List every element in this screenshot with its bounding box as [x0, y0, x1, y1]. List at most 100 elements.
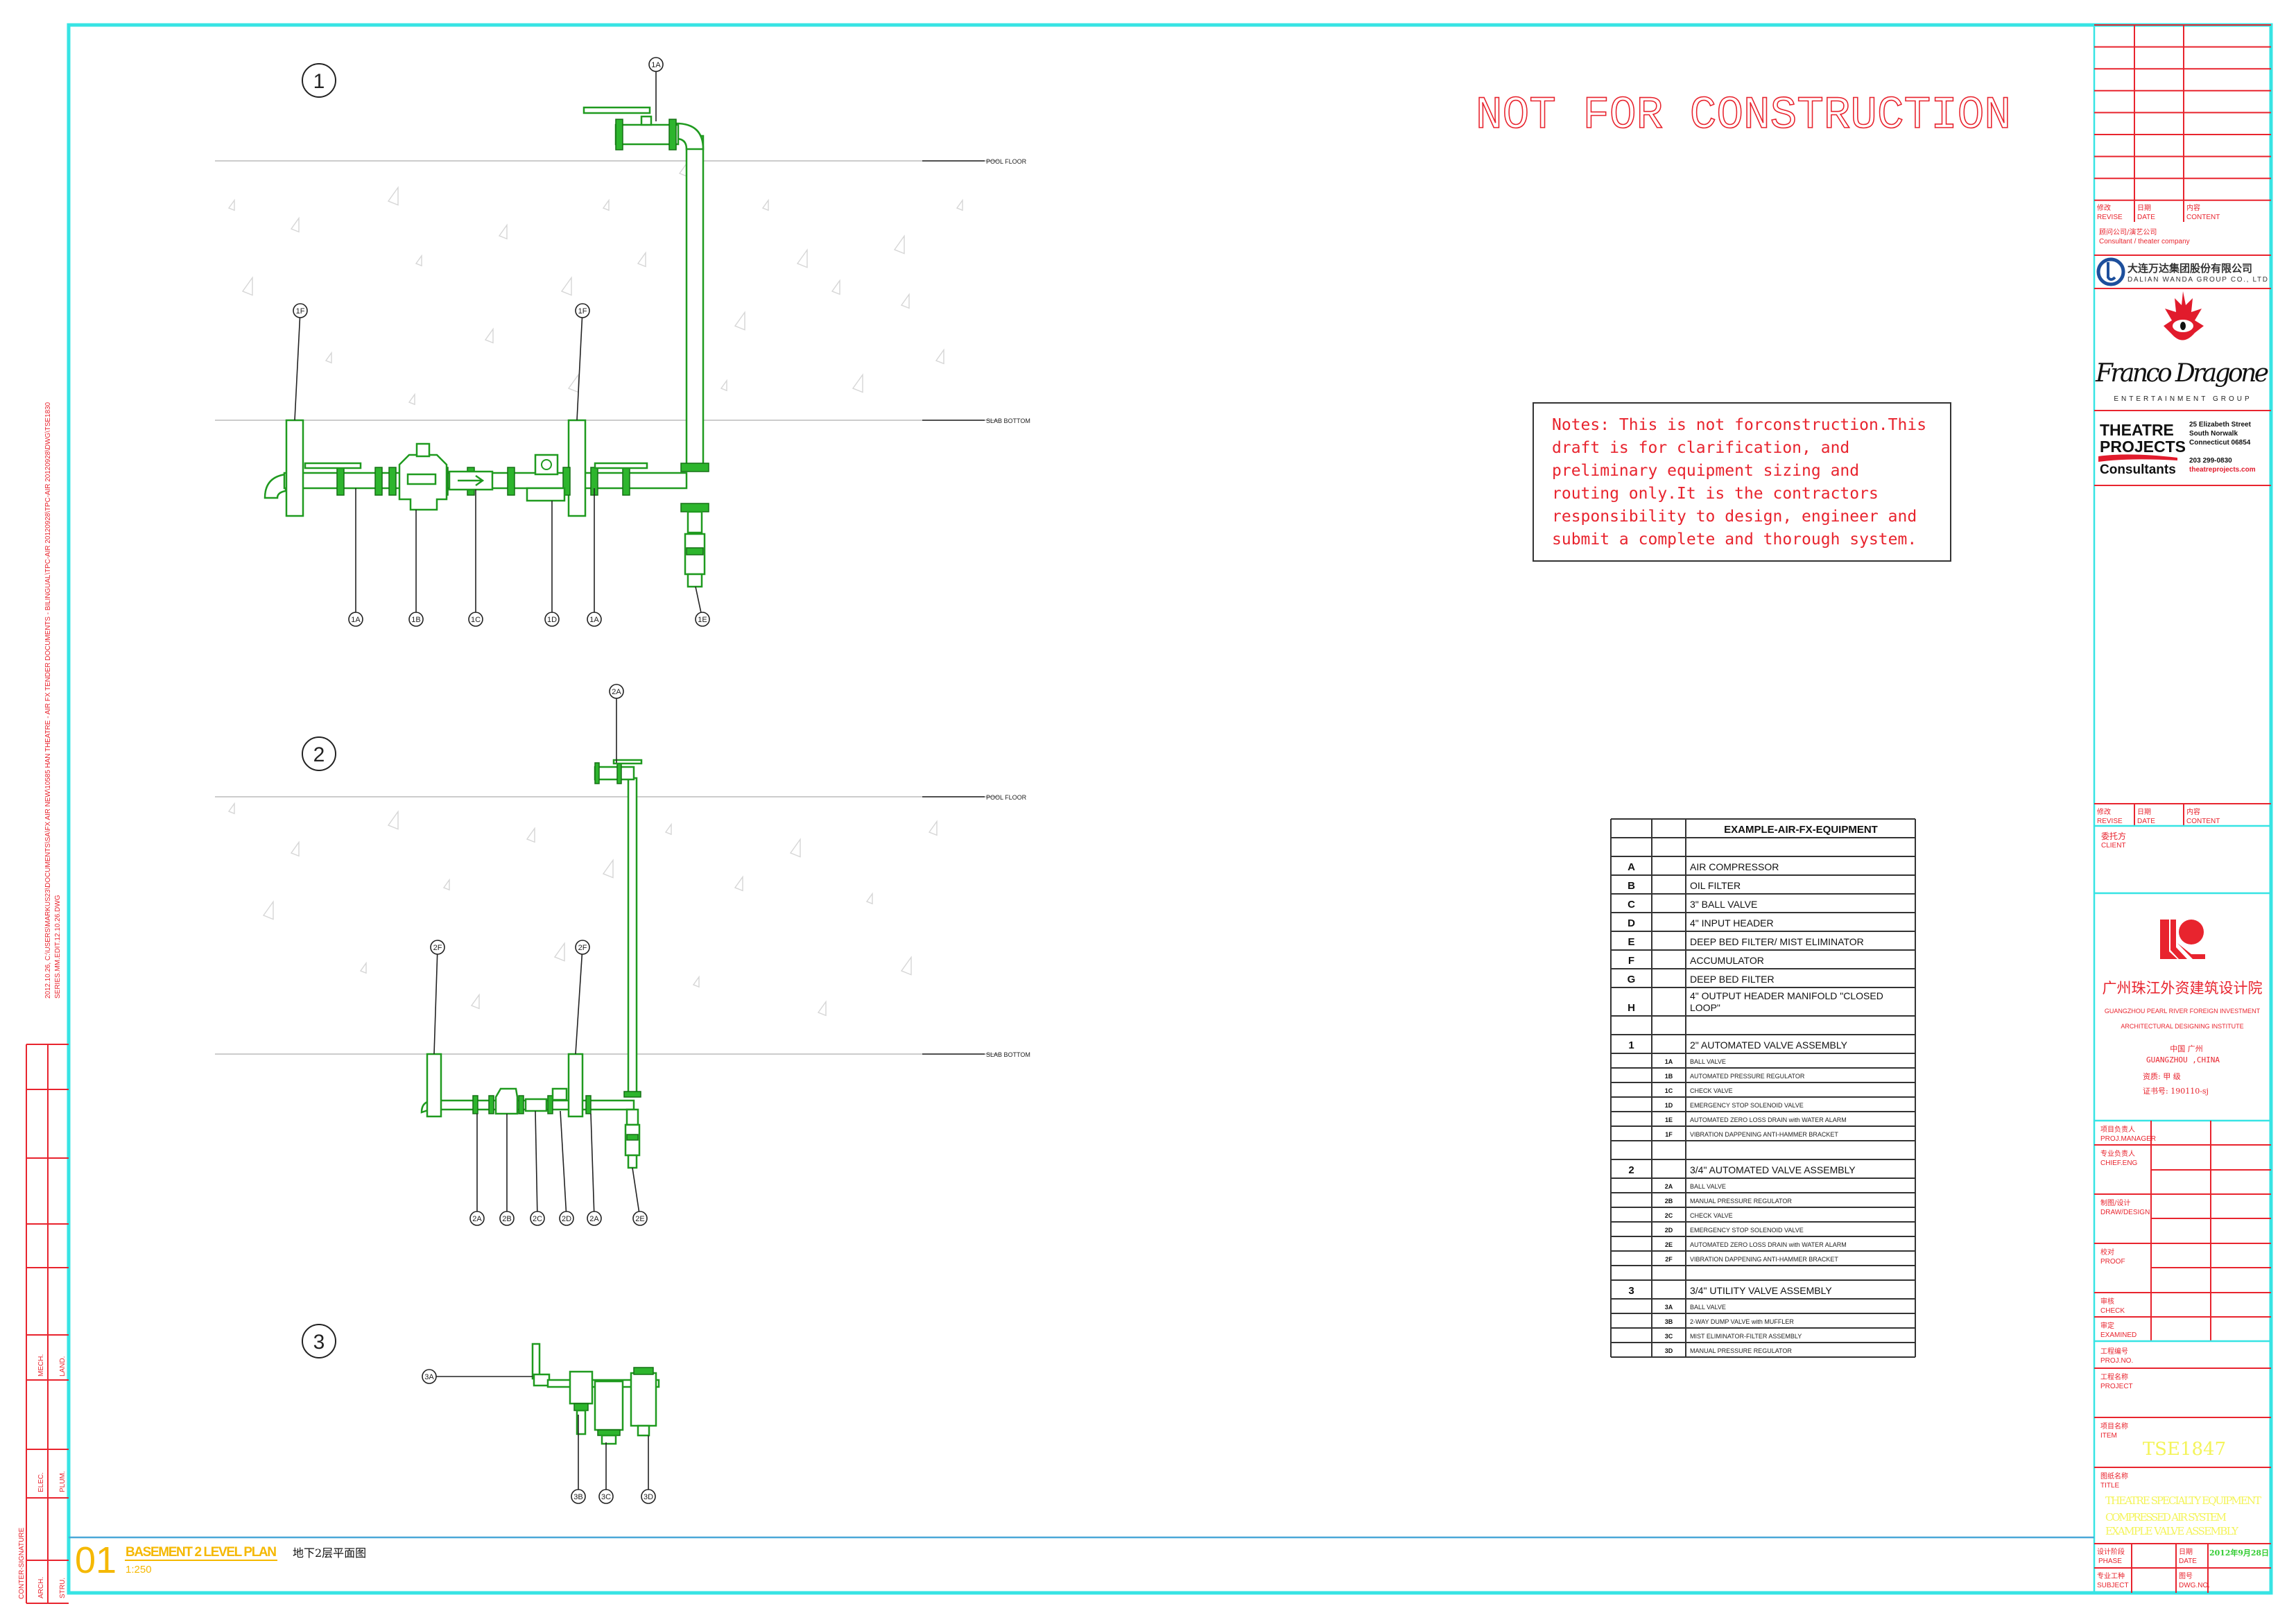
hatch-triangle — [831, 279, 840, 295]
callout-label: 2C — [533, 1215, 542, 1223]
row-subcode: 1A — [1665, 1058, 1673, 1065]
row-description-cont: LOOP" — [1690, 1002, 1720, 1013]
notes-box — [1533, 402, 1951, 562]
row-subcode: 3A — [1665, 1304, 1673, 1311]
row-subcode: 3B — [1665, 1318, 1673, 1325]
drawing-scale: 1:250 — [126, 1564, 152, 1576]
callout-bubble — [468, 612, 483, 627]
franco-dragone-wordmark: Franco Dragone — [2095, 359, 2269, 388]
leader-line — [632, 1167, 641, 1219]
franco-dragone-logo: Franco Dragone ENTERTAINMENT GROUP — [2095, 291, 2269, 403]
callout-bubble — [348, 612, 363, 627]
hatch-triangle — [325, 351, 332, 364]
row-subcode: 3D — [1665, 1347, 1673, 1354]
date-label-cn: 日期 — [2179, 1548, 2193, 1556]
hatch-triangle — [664, 822, 672, 836]
leader-line — [560, 1110, 567, 1219]
date-value: 2012年9月28日 — [2209, 1548, 2269, 1558]
pool-floor-label: POOL FLOOR — [986, 158, 1027, 165]
assembly-1-number: 1 — [313, 70, 325, 93]
hatch-triangle — [387, 186, 399, 206]
date-label: DATE — [2137, 818, 2155, 825]
date-label: DATE — [2137, 214, 2155, 221]
consultant-label: Consultant / theater company — [2099, 238, 2190, 245]
client-label: CLIENT — [2101, 842, 2126, 849]
row-subcode: 3C — [1665, 1333, 1673, 1340]
row-description: 4" INPUT HEADER — [1690, 917, 1774, 929]
row-subcode: 1E — [1665, 1116, 1673, 1123]
hatch-triangle — [470, 993, 480, 1010]
row-code: H — [1628, 1002, 1635, 1014]
valve-handle — [582, 106, 651, 114]
row-code: 1 — [1628, 1039, 1634, 1051]
tp-phone: 203 299-0830 — [2189, 457, 2232, 465]
valve-handle — [594, 462, 648, 469]
franco-dragone-subtitle: ENTERTAINMENT GROUP — [2114, 395, 2252, 403]
row-code: C — [1628, 899, 1635, 911]
tp-website: theatreprojects.com — [2189, 466, 2256, 474]
hatch-triangle — [560, 276, 572, 296]
leader-line — [575, 947, 583, 1055]
callout-label: 3D — [644, 1493, 653, 1501]
hatch-triangle — [692, 975, 700, 988]
callout-bubble — [598, 1489, 614, 1504]
certificate-number: 证书号: 190110-sj — [2143, 1087, 2209, 1096]
row-description: 3/4" UTILITY VALVE ASSEMBLY — [1690, 1285, 1832, 1296]
callout-label: 1F — [578, 307, 587, 316]
examined-label: EXAMINED — [2100, 1331, 2137, 1339]
row-description: 3/4" AUTOMATED VALVE ASSEMBLY — [1690, 1164, 1856, 1175]
row-description: MIST ELIMINATOR-FILTER ASSEMBLY — [1690, 1333, 1802, 1340]
consultant-label-cn: 顾问公司/演艺公司 — [2099, 227, 2157, 236]
hatch-triangle — [602, 859, 614, 879]
row-code: B — [1628, 880, 1635, 892]
project-label: PROJECT — [2100, 1383, 2133, 1390]
row-description: EMERGENCY STOP SOLENOID VALVE — [1690, 1227, 1804, 1234]
callout-bubble — [469, 1211, 485, 1226]
file-path: 2012.10.26, C:\USERS\MARKUS23\DOCUMENTS\… — [44, 402, 52, 999]
level-lines: POOL FLOOR SLAB BOTTOM POOL FLOOR SLAB B… — [215, 158, 1030, 1058]
discipline-label: ARCH. — [37, 1577, 45, 1598]
callout-bubble — [641, 1489, 656, 1504]
assembly-2-drawing: 2 — [302, 736, 643, 1169]
row-description: 2" AUTOMATED VALVE ASSEMBLY — [1690, 1039, 1848, 1051]
row-subcode: 1F — [1665, 1131, 1673, 1138]
content-label-cn: 内容 — [2186, 203, 2200, 212]
tp-logo-line: Consultants — [2100, 463, 2176, 477]
hatch-triangle — [484, 327, 494, 344]
content-label: CONTENT — [2186, 214, 2220, 221]
title-label-cn: 图纸名称 — [2100, 1472, 2128, 1481]
proof-label-cn: 校对 — [2100, 1248, 2114, 1257]
callout-bubble — [408, 612, 424, 627]
city: GUANGZHOU ,CHINA — [2146, 1055, 2220, 1064]
callout-bubble — [695, 612, 710, 627]
discipline-label: MECH. — [37, 1354, 45, 1377]
tp-logo-line: THEATRE — [2100, 421, 2174, 439]
row-code: A — [1628, 861, 1635, 873]
tp-address-line: Connecticut 06854 — [2189, 439, 2251, 447]
row-description: AIR COMPRESSOR — [1690, 861, 1779, 872]
chief-eng-label: CHIEF.ENG — [2100, 1159, 2138, 1167]
drawing-title: BASEMENT 2 LEVEL PLAN — [126, 1545, 277, 1560]
hatch-triangle — [796, 248, 808, 268]
callout-bubble — [559, 1211, 574, 1226]
callout-bubble — [422, 1369, 437, 1384]
row-description: 3" BALL VALVE — [1690, 899, 1757, 910]
row-description: 2-WAY DUMP VALVE with MUFFLER — [1690, 1318, 1794, 1325]
callout-bubble — [530, 1211, 545, 1226]
hatch-triangle — [956, 198, 963, 212]
riser-pipe — [685, 135, 705, 470]
hatch-triangle — [935, 348, 944, 365]
counter-signature-label: CONTER-SIGNATURE — [18, 1528, 26, 1599]
hatch-triangle — [789, 838, 801, 858]
left-margin: 2012.10.26, C:\USERS\MARKUS23\DOCUMENTS\… — [18, 402, 69, 1604]
check-label-cn: 审核 — [2100, 1297, 2114, 1306]
row-subcode: 2A — [1665, 1183, 1673, 1190]
